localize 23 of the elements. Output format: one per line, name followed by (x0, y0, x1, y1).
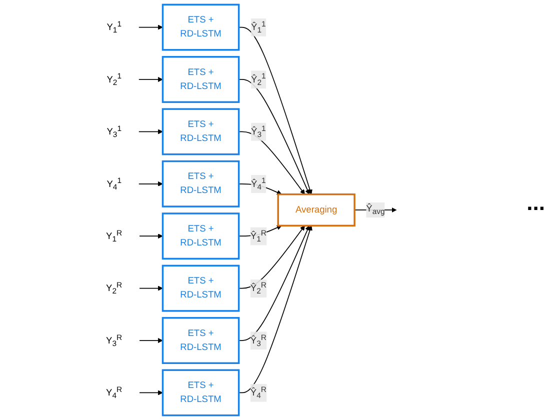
edge-label: Ŷ$_{avg}$ (366, 204, 385, 216)
node-box: ETS + RD-LSTM (162, 4, 240, 51)
node-box: ETS + RD-LSTM (162, 56, 240, 103)
arrow (139, 338, 164, 344)
arrow (138, 76, 164, 82)
arrow (138, 129, 164, 134)
node-box: ETS + RD-LSTM (162, 212, 240, 260)
arrow (238, 131, 306, 195)
ellipsis-note: ... (526, 190, 545, 216)
node-box: Averaging (277, 193, 356, 227)
arrow (138, 24, 164, 30)
node-box: ETS + RD-LSTM (162, 264, 240, 312)
arrow (139, 286, 164, 291)
arrow (139, 390, 164, 396)
arrow (238, 26, 312, 195)
arrow (139, 234, 164, 239)
arrow (238, 79, 310, 195)
arrow (138, 181, 164, 186)
node-box: ETS + RD-LSTM (162, 108, 240, 156)
node-box: ETS + RD-LSTM (162, 160, 240, 208)
arrow (238, 183, 282, 195)
node-box: ETS + RD-LSTM (162, 369, 240, 416)
node-box: ETS + RD-LSTM (162, 317, 240, 364)
